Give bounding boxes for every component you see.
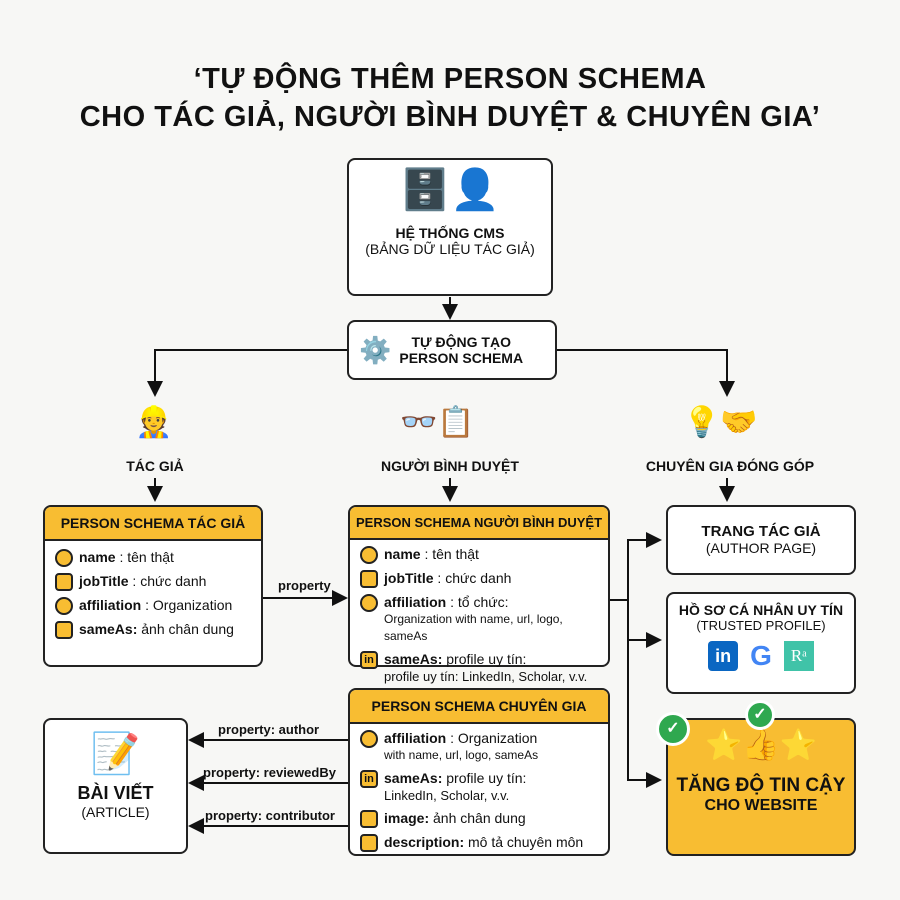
row-value: profile uy tín: bbox=[442, 770, 527, 786]
schema-row: image: ảnh chân dung bbox=[360, 810, 608, 828]
image-icon bbox=[55, 621, 73, 639]
property-author-label: property: author bbox=[218, 722, 320, 737]
person-icon bbox=[55, 549, 73, 567]
google-logo: G bbox=[750, 640, 772, 671]
author-page-box: TRANG TÁC GIẢ (AUTHOR PAGE) bbox=[666, 505, 856, 575]
row-key: affiliation bbox=[384, 594, 447, 610]
author-schema-header: PERSON SCHEMA TÁC GIẢ bbox=[45, 507, 261, 541]
database-icon: 🗄️👤 bbox=[400, 168, 500, 212]
row-value: : chức danh bbox=[433, 570, 512, 586]
schema-row: name : tên thật bbox=[55, 549, 261, 567]
globe-icon bbox=[55, 597, 73, 615]
row-key: affiliation bbox=[79, 597, 142, 613]
check-icon: ✓ bbox=[656, 712, 690, 746]
trusted-title: HỒ SƠ CÁ NHÂN UY TÍN bbox=[678, 602, 844, 618]
person-icon bbox=[360, 546, 378, 564]
result-box: ⭐👍⭐ TĂNG ĐỘ TIN CẬY CHO WEBSITE bbox=[666, 718, 856, 856]
row-key: name bbox=[79, 549, 116, 565]
author-page-subtitle: (AUTHOR PAGE) bbox=[705, 540, 817, 556]
briefcase-icon bbox=[360, 570, 378, 588]
row-key: image: bbox=[384, 810, 430, 826]
cms-box: 🗄️👤 HỆ THỐNG CMS (BẢNG DỮ LIỆU TÁC GIẢ) bbox=[347, 158, 553, 296]
schema-row: description: mô tả chuyên môn bbox=[360, 834, 608, 852]
schema-row: affiliation : Organization bbox=[55, 597, 261, 615]
researchgate-logo: Rᵃ bbox=[783, 641, 814, 671]
row-value: : tên thật bbox=[115, 549, 174, 565]
trusted-subtitle: (TRUSTED PROFILE) bbox=[696, 618, 826, 633]
linkedin-icon: in bbox=[360, 770, 378, 788]
expert-schema-header: PERSON SCHEMA CHUYÊN GIA bbox=[350, 690, 608, 724]
result-line-2: CHO WEBSITE bbox=[704, 797, 818, 814]
row-value: : chức danh bbox=[128, 573, 207, 589]
row-value: ảnh chân dung bbox=[137, 621, 234, 637]
cms-subtitle: (BẢNG DỮ LIỆU TÁC GIẢ) bbox=[365, 241, 535, 257]
row-key: affiliation bbox=[384, 730, 447, 746]
check-icon: ✓ bbox=[745, 700, 775, 730]
auto-line-2: PERSON SCHEMA bbox=[399, 350, 524, 366]
role-reviewer: NGƯỜI BÌNH DUYỆT bbox=[381, 458, 519, 474]
row-key: description: bbox=[384, 834, 465, 850]
briefcase-icon bbox=[55, 573, 73, 591]
schema-row: jobTitle : chức danh bbox=[360, 570, 608, 588]
linkedin-logo: in bbox=[708, 641, 739, 671]
auto-line-1: TỰ ĐỘNG TẠO bbox=[411, 334, 511, 350]
row-value: : Organization bbox=[446, 730, 538, 746]
globe-icon bbox=[360, 594, 378, 612]
row-value: : Organization bbox=[141, 597, 233, 613]
schema-row: in sameAs: profile uy tín: LinkedIn, Schol… bbox=[360, 770, 608, 804]
trusted-profile-box: HỒ SƠ CÁ NHÂN UY TÍN (TRUSTED PROFILE) i… bbox=[666, 592, 856, 694]
gear-magic-icon: ⚙️ bbox=[359, 334, 392, 365]
schema-row: sameAs: ảnh chân dung bbox=[55, 621, 261, 639]
row-key: jobTitle bbox=[384, 570, 434, 586]
role-expert: CHUYÊN GIA ĐÓNG GÓP bbox=[645, 458, 815, 474]
glasses-clipboard-icon: 👓📋 bbox=[400, 406, 475, 439]
reviewer-schema-header: PERSON SCHEMA NGƯỜI BÌNH DUYỆT bbox=[350, 507, 608, 540]
row-key: sameAs: bbox=[79, 621, 138, 637]
linkedin-icon: in bbox=[360, 651, 378, 669]
role-author: TÁC GIẢ bbox=[126, 458, 184, 474]
row-sub: LinkedIn, Scholar, v.v. bbox=[384, 788, 510, 803]
row-sub: profile uy tín: LinkedIn, Scholar, v.v. bbox=[384, 669, 588, 684]
row-value: mô tả chuyên môn bbox=[464, 834, 584, 850]
author-person-icon: 👷 bbox=[135, 406, 173, 439]
row-key: sameAs: bbox=[384, 651, 443, 667]
expert-schema-card: PERSON SCHEMA CHUYÊN GIA affiliation : O… bbox=[348, 688, 610, 856]
page-title: ‘TỰ ĐỘNG THÊM PERSON SCHEMA CHO TÁC GIẢ,… bbox=[0, 60, 900, 136]
property-reviewedby-label: property: reviewedBy bbox=[203, 765, 336, 780]
row-key: name bbox=[384, 546, 421, 562]
schema-row: affiliation : Organization with name, url… bbox=[360, 730, 608, 764]
author-schema-card: PERSON SCHEMA TÁC GIẢ name : tên thật jo… bbox=[43, 505, 263, 667]
row-value: : tên thật bbox=[420, 546, 479, 562]
article-subtitle: (ARTICLE) bbox=[81, 804, 150, 820]
property-label: property bbox=[278, 578, 331, 593]
reviewer-schema-card: PERSON SCHEMA NGƯỜI BÌNH DUYỆT name : tê… bbox=[348, 505, 610, 684]
row-sub: Organization with name, url, logo, sameA… bbox=[384, 612, 563, 643]
schema-row: jobTitle : chức danh bbox=[55, 573, 261, 591]
document-icon bbox=[360, 834, 378, 852]
schema-row: name : tên thật bbox=[360, 546, 608, 564]
schema-row: in sameAs: profile uy tín: profile uy tín:… bbox=[360, 651, 608, 685]
image-icon bbox=[360, 810, 378, 828]
row-sub: with name, url, logo, sameAs bbox=[384, 748, 539, 762]
globe-icon bbox=[360, 730, 378, 748]
row-key: jobTitle bbox=[79, 573, 129, 589]
row-value: ảnh chân dung bbox=[429, 810, 526, 826]
article-box: 📝 BÀI VIẾT (ARTICLE) bbox=[43, 718, 188, 854]
bulb-handshake-icon: 💡🤝 bbox=[683, 406, 758, 439]
thumbs-stars-icon: ⭐👍⭐ bbox=[704, 729, 818, 762]
result-line-1: TĂNG ĐỘ TIN CẬY bbox=[676, 775, 846, 796]
row-key: sameAs: bbox=[384, 770, 443, 786]
title-line-2: CHO TÁC GIẢ, NGƯỜI BÌNH DUYỆT & CHUYÊN G… bbox=[79, 101, 821, 133]
property-contributor-label: property: contributor bbox=[205, 808, 335, 823]
schema-row: affiliation : tổ chức: Organization with … bbox=[360, 594, 608, 645]
author-page-title: TRANG TÁC GIẢ bbox=[701, 523, 821, 540]
cms-title: HỆ THỐNG CMS bbox=[395, 225, 505, 241]
article-edit-icon: 📝 bbox=[90, 732, 141, 776]
row-value: profile uy tín: bbox=[442, 651, 527, 667]
row-value: : tổ chức: bbox=[446, 594, 509, 610]
article-title: BÀI VIẾT bbox=[77, 783, 154, 803]
title-line-1: ‘TỰ ĐỘNG THÊM PERSON SCHEMA bbox=[193, 63, 707, 95]
